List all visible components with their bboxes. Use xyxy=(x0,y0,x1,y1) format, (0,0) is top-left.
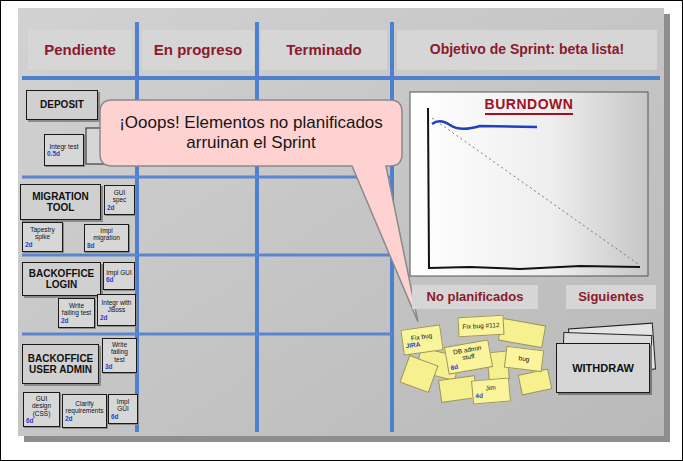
note-text: bug xyxy=(518,355,530,364)
ideal-line xyxy=(432,118,638,264)
column-header: Pendiente xyxy=(28,30,132,70)
chart-axis xyxy=(428,108,640,269)
burndown-line xyxy=(432,121,537,129)
task-card: Impl GUI6d xyxy=(103,262,135,290)
task-name: Impl GUI xyxy=(106,269,132,276)
sticky-note: Fix bug #112 xyxy=(458,315,505,337)
task-name: Write failing test xyxy=(105,341,134,363)
blank-note xyxy=(518,369,552,395)
blank-note xyxy=(498,318,545,347)
time-estimate: 6d xyxy=(26,417,34,424)
task-name: Impl GUI xyxy=(111,398,135,413)
chart-panel xyxy=(410,92,648,276)
task-card: Integr with JBoss2d xyxy=(97,294,136,326)
time-estimate: 2d xyxy=(25,241,33,248)
time-estimate: 8d xyxy=(450,363,459,371)
time-estimate: 2d xyxy=(107,204,115,211)
story-title: BACKOFFICE LOGIN xyxy=(27,268,96,290)
story-title: BACKOFFICE USER ADMIN xyxy=(27,353,94,375)
column-title: En progreso xyxy=(154,42,242,59)
callout-text: ¡Ooops! Elementos no planificados arruin… xyxy=(110,113,392,152)
story-card: BACKOFFICE USER ADMIN xyxy=(22,344,99,384)
task-card: Impl migration8d xyxy=(84,224,129,252)
note-text: DB admin stuff xyxy=(447,343,488,364)
column-title: Pendiente xyxy=(44,42,116,59)
callout-shape xyxy=(100,100,418,322)
header-line xyxy=(22,76,660,80)
column-title: Objetivo de Sprint: beta lista! xyxy=(430,42,624,58)
column-header: Objetivo de Sprint: beta lista! xyxy=(397,30,657,70)
section-title: Siguientes xyxy=(578,290,644,305)
story-title: MIGRATION TOOL xyxy=(25,191,96,213)
task-name: Impl migration xyxy=(87,227,126,242)
row-line xyxy=(22,177,392,334)
time-estimate: 2d xyxy=(65,415,73,422)
task-card: Write failing test3d xyxy=(102,338,137,373)
task-card: Impl GUI6d xyxy=(108,394,138,424)
story-title: WITHDRAW xyxy=(572,362,634,374)
burndown-chart: BURNDOWN xyxy=(410,92,648,276)
task-name: Tapestry spike xyxy=(25,226,60,241)
task-card: Write failing test2d xyxy=(58,298,95,328)
sticky-note: Jim4d xyxy=(471,377,511,404)
task-name: Integr with JBoss xyxy=(100,299,133,314)
time-estimate: 2d xyxy=(100,314,108,321)
section-header: No planificados xyxy=(412,285,538,309)
story-card: DEPOSIT xyxy=(26,90,98,120)
sticky-note: bug xyxy=(504,346,544,372)
time-estimate: 4d xyxy=(475,392,483,400)
note-text: Fix bug xyxy=(410,331,432,341)
column-line xyxy=(137,22,392,432)
chart-title: BURNDOWN xyxy=(485,97,574,115)
task-name: Write failing test xyxy=(61,302,92,317)
task-card: Tapestry spike2d xyxy=(22,222,63,252)
task-card: GUI spec2d xyxy=(104,185,135,215)
task-name: Integr test xyxy=(50,143,79,150)
time-estimate: 8d xyxy=(87,242,95,249)
note-text: Fix bug #112 xyxy=(462,321,499,330)
story-card: BACKOFFICE LOGIN xyxy=(22,262,101,296)
column-header: En progreso xyxy=(142,30,254,70)
task-card: GUI design (CSS)6d xyxy=(23,392,60,427)
section-header: Siguientes xyxy=(566,285,656,309)
story-title: DEPOSIT xyxy=(40,99,84,110)
time-estimate: 6d xyxy=(106,276,114,283)
column-header: Terminado xyxy=(261,30,387,70)
task-card: Clarify requirements2d xyxy=(62,394,107,428)
story-card: MIGRATION TOOL xyxy=(20,184,101,220)
task-name: Clarify requirements xyxy=(65,400,104,415)
blank-note xyxy=(400,356,438,393)
task-name: GUI spec xyxy=(107,189,132,204)
column-title: Terminado xyxy=(286,42,362,59)
sticky-note: Fix bugJIRA xyxy=(400,324,443,355)
story-card: WITHDRAW xyxy=(556,343,650,393)
time-estimate: 2d xyxy=(61,317,69,324)
board xyxy=(18,8,664,436)
task-name: GUI design (CSS) xyxy=(26,395,57,417)
sticky-note: DB admin stuff8d xyxy=(444,339,493,374)
section-title: No planificados xyxy=(427,290,524,305)
time-estimate: 6d xyxy=(111,413,119,420)
time-estimate: 3d xyxy=(105,363,113,370)
note-text: Jim xyxy=(485,383,496,391)
speech-callout: ¡Ooops! Elementos no planificados arruin… xyxy=(100,100,402,166)
task-card: Integr test0.5d xyxy=(44,134,84,166)
time-estimate: JIRA xyxy=(405,340,421,349)
time-estimate: 0.5d xyxy=(47,150,60,157)
